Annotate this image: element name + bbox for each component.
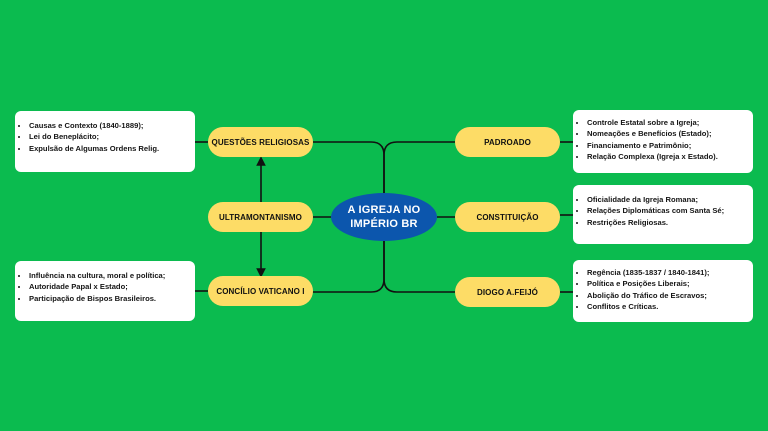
- card-diogo-feijo: Regência (1835-1837 / 1840-1841); Políti…: [573, 260, 753, 322]
- list-item: Regência (1835-1837 / 1840-1841);: [587, 267, 747, 278]
- list-item: Conflitos e Críticas.: [587, 301, 747, 312]
- node-concilio-vaticano: CONCÍLIO VATICANO I: [208, 276, 313, 306]
- central-title-line1: A IGREJA NO: [347, 204, 421, 216]
- list-item: Autoridade Papal x Estado;: [29, 281, 189, 292]
- node-padroado: PADROADO: [455, 127, 560, 157]
- node-diogo-feijo: DIOGO A.FEIJÓ: [455, 277, 560, 307]
- card-questoes-religiosas: Causas e Contexto (1840-1889); Lei do Be…: [15, 111, 195, 172]
- list-item: Controle Estatal sobre a Igreja;: [587, 117, 747, 128]
- list-item: Causas e Contexto (1840-1889);: [29, 120, 189, 131]
- link-concilio: [313, 241, 385, 293]
- list-item: Restrições Religiosas.: [587, 217, 747, 228]
- link-padroado: [383, 141, 455, 193]
- list-item: Lei do Beneplácito;: [29, 131, 189, 142]
- list-item: Oficialidade da Igreja Romana;: [587, 194, 747, 205]
- list-item: Influência na cultura, moral e política;: [29, 270, 189, 281]
- list-item: Abolição do Tráfico de Escravos;: [587, 290, 747, 301]
- list-item: Nomeações e Benefícios (Estado);: [587, 128, 747, 139]
- link-feijo: [383, 241, 455, 293]
- card-padroado: Controle Estatal sobre a Igreja; Nomeaçõ…: [573, 110, 753, 173]
- central-title-line2: IMPÉRIO BR: [350, 218, 418, 230]
- list-item: Relação Complexa (Igreja x Estado).: [587, 151, 747, 162]
- node-ultramontanismo: ULTRAMONTANISMO: [208, 202, 313, 232]
- link-questoes: [313, 141, 385, 193]
- node-constituicao: CONSTITUIÇÃO: [455, 202, 560, 232]
- list-item: Participação de Bispos Brasileiros.: [29, 293, 189, 304]
- list-item: Relações Diplomáticas com Santa Sé;: [587, 205, 747, 216]
- list-item: Financiamento e Patrimônio;: [587, 140, 747, 151]
- list-item: Política e Posições Liberais;: [587, 278, 747, 289]
- card-concilio-vaticano: Influência na cultura, moral e política;…: [15, 261, 195, 321]
- card-constituicao: Oficialidade da Igreja Romana; Relações …: [573, 185, 753, 244]
- node-questoes-religiosas: QUESTÕES RELIGIOSAS: [208, 127, 313, 157]
- central-node: A IGREJA NO IMPÉRIO BR: [331, 193, 437, 241]
- list-item: Expulsão de Algumas Ordens Relig.: [29, 143, 189, 154]
